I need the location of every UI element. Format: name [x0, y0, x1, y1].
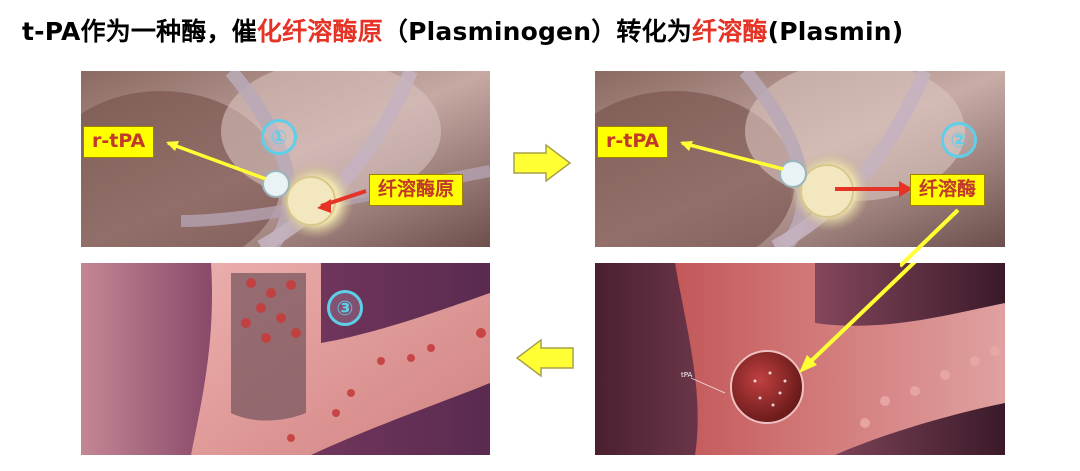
title-part-1: t-PA作为一种酶，催	[22, 17, 257, 46]
title-part-5: (Plasmin)	[767, 17, 904, 46]
rtpa-label-1: r-tPA	[83, 126, 155, 158]
slide-title: t-PA作为一种酶，催化纤溶酶原（Plasminogen）转化为纤溶酶(Plas…	[22, 12, 903, 48]
title-part-2: 化纤溶酶原	[256, 17, 383, 46]
rtpa-label-2: r-tPA	[597, 126, 669, 158]
step-3-badge: ③	[327, 290, 363, 326]
connector-arrow-line	[900, 208, 960, 268]
panel-step-2: ② r-tPA 纤溶酶	[595, 71, 1005, 247]
tpa-tiny-label: tPA	[681, 371, 693, 379]
arrow-left-icon	[515, 338, 574, 378]
panel-3-illustration	[81, 263, 490, 455]
arrow-right-icon	[513, 143, 572, 183]
panel-step-1: ① r-tPA 纤溶酶原	[81, 71, 490, 247]
step-2-badge: ②	[941, 122, 977, 158]
panel-step-3: ③	[81, 263, 490, 455]
plasmin-label: 纤溶酶	[910, 174, 986, 206]
panel-4-illustration	[595, 263, 1005, 455]
panel-1-illustration	[81, 71, 490, 247]
panel-step-4: tPA	[595, 263, 1005, 455]
panel-2-illustration	[595, 71, 1005, 247]
plasminogen-label: 纤溶酶原	[369, 174, 464, 206]
step-1-badge: ①	[261, 119, 297, 155]
title-part-3: （Plasminogen）转化为	[382, 17, 693, 46]
title-part-4: 纤溶酶	[692, 17, 768, 46]
